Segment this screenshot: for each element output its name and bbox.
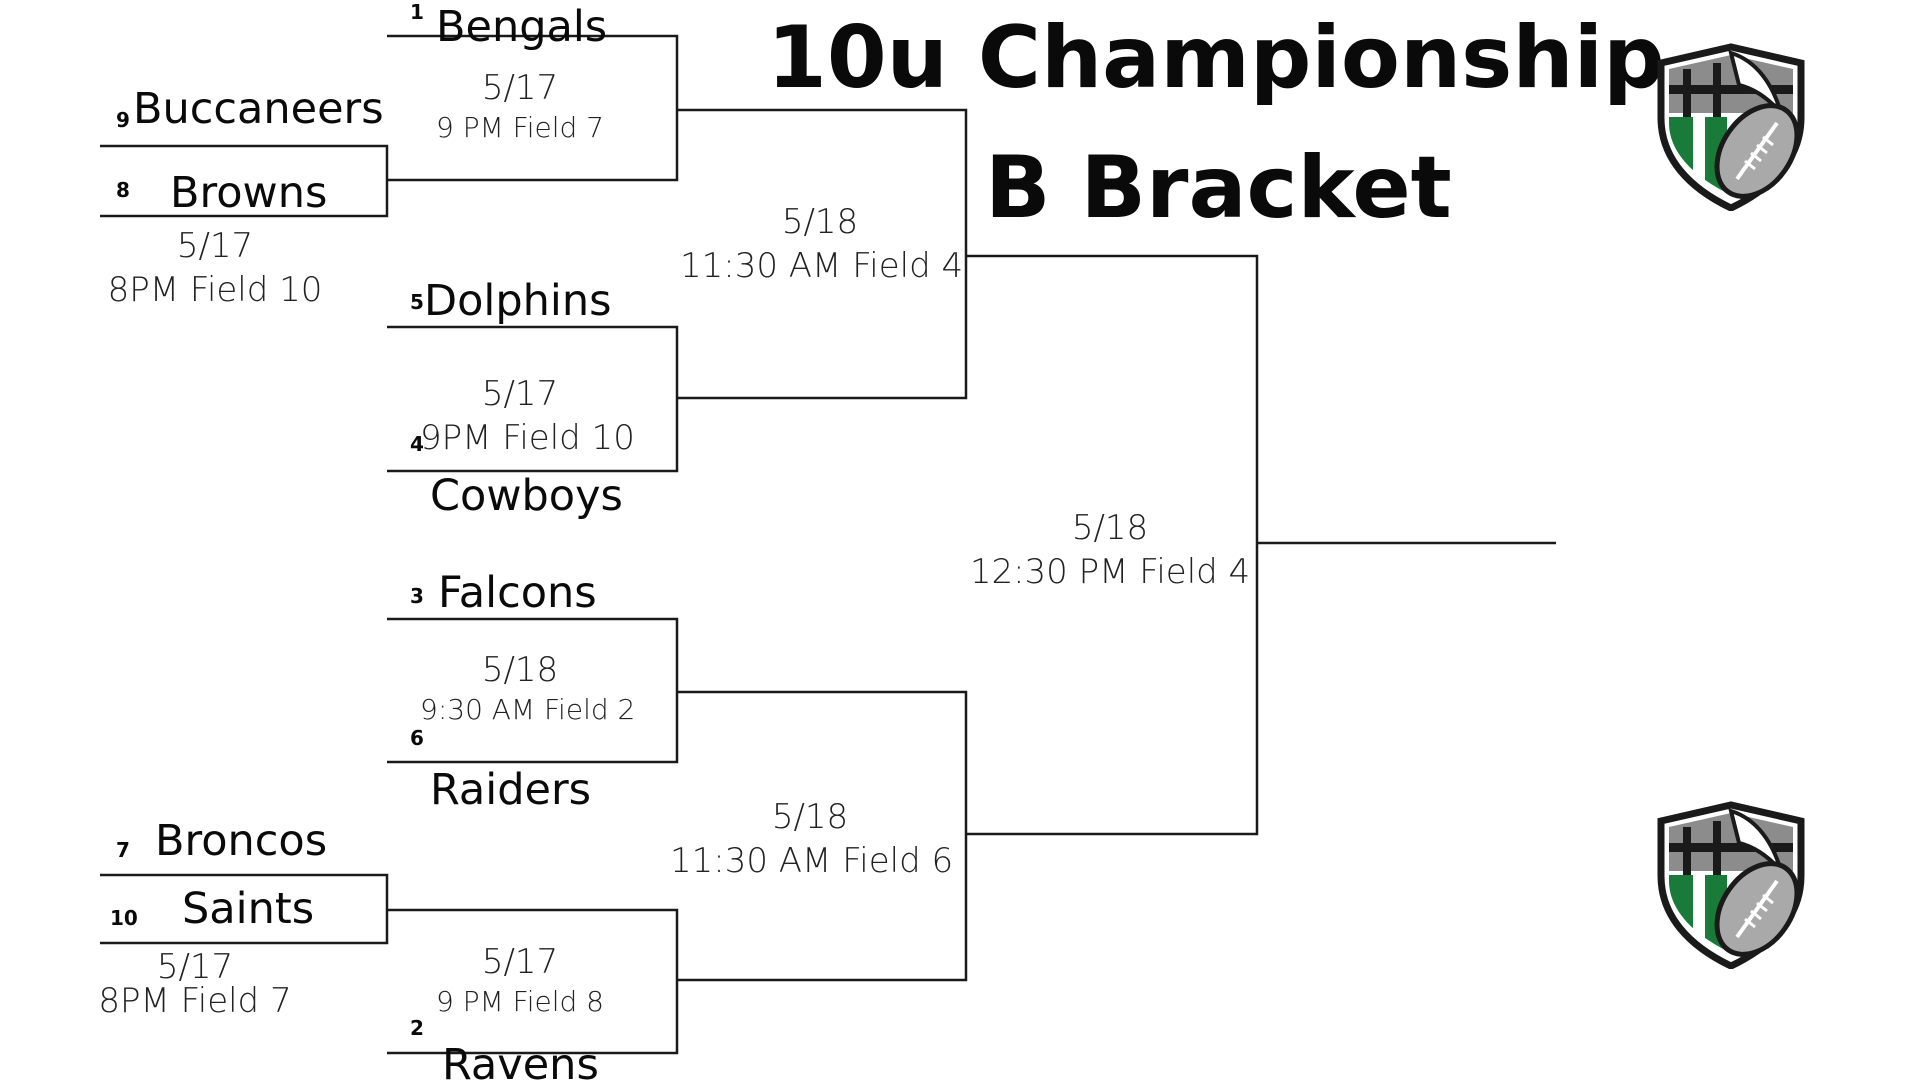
team-name-raiders: Raiders bbox=[430, 765, 592, 815]
game-date: 5/18 bbox=[781, 202, 859, 242]
game-info: 5/17 8PM Field 10 bbox=[100, 224, 330, 312]
game-time-field: 12:30 PM Field 4 bbox=[969, 552, 1251, 592]
game-date: 5/17 bbox=[481, 942, 559, 982]
team-name-cowboys: Cowboys bbox=[430, 471, 623, 521]
game-time-field: 8PM Field 7 bbox=[98, 981, 292, 1021]
game-time-field: 11:30 AM Field 4 bbox=[680, 246, 964, 286]
seed-label: 5 bbox=[410, 290, 424, 314]
bracket-line bbox=[677, 690, 968, 982]
bracket-line bbox=[387, 908, 679, 1055]
football-shield-logo bbox=[1653, 43, 1808, 212]
team-name-ravens: Ravens bbox=[442, 1040, 599, 1090]
game-date: 5/17 bbox=[156, 947, 234, 987]
game-time-field: 9PM Field 10 bbox=[420, 418, 635, 458]
bracket-line bbox=[387, 34, 679, 182]
football-shield-logo bbox=[1653, 801, 1808, 970]
game-date: 5/17 bbox=[176, 226, 254, 266]
game-info: 5/17 9 PM Field 8 bbox=[420, 942, 620, 1022]
seed-label: 3 bbox=[410, 584, 424, 608]
seed-label: 4 bbox=[410, 432, 424, 456]
bracket-line bbox=[966, 254, 1259, 836]
team-name-saints: Saints bbox=[182, 884, 315, 934]
team-name-browns: Browns bbox=[170, 168, 328, 218]
game-date: 5/17 bbox=[481, 374, 559, 414]
game-date: 5/18 bbox=[771, 797, 849, 837]
team-name-falcons: Falcons bbox=[438, 568, 597, 618]
seed-label: 7 bbox=[116, 838, 130, 862]
game-info: 5/18 12:30 PM Field 4 bbox=[960, 506, 1260, 594]
game-info: 5/18 9:30 AM Field 2 bbox=[420, 650, 636, 730]
team-name-buccaneers: Buccaneers bbox=[133, 84, 384, 134]
seed-label: 8 bbox=[116, 178, 130, 202]
game-date: 5/18 bbox=[481, 650, 559, 690]
team-name-broncos: Broncos bbox=[155, 816, 328, 866]
bracket-line bbox=[677, 108, 968, 400]
game-info: 5/17 8PM Field 7 bbox=[90, 950, 300, 1018]
page-subtitle: B Bracket bbox=[985, 138, 1452, 238]
game-info: 5/17 9PM Field 10 bbox=[420, 372, 635, 460]
game-time-field: 9 PM Field 7 bbox=[436, 111, 604, 144]
game-time-field: 11:30 AM Field 6 bbox=[670, 841, 954, 881]
game-time-field: 9 PM Field 8 bbox=[436, 985, 604, 1018]
seed-label: 6 bbox=[410, 726, 424, 750]
game-info: 5/17 9 PM Field 7 bbox=[420, 68, 620, 148]
game-info: 5/18 11:30 AM Field 4 bbox=[680, 200, 964, 288]
game-time-field: 8PM Field 10 bbox=[107, 270, 323, 310]
bracket-line bbox=[387, 617, 679, 764]
game-time-field: 9:30 AM Field 2 bbox=[420, 693, 636, 726]
seed-label: 10 bbox=[110, 906, 138, 930]
game-date: 5/18 bbox=[1071, 508, 1149, 548]
team-name-dolphins: Dolphins bbox=[424, 276, 612, 326]
page-title: 10u Championship bbox=[767, 8, 1665, 108]
seed-label: 9 bbox=[116, 108, 130, 132]
team-name-bengals: Bengals bbox=[436, 2, 608, 52]
game-info: 5/18 11:30 AM Field 6 bbox=[670, 795, 954, 883]
game-date: 5/17 bbox=[481, 68, 559, 108]
seed-label: 2 bbox=[410, 1016, 424, 1040]
seed-label: 1 bbox=[410, 0, 424, 24]
